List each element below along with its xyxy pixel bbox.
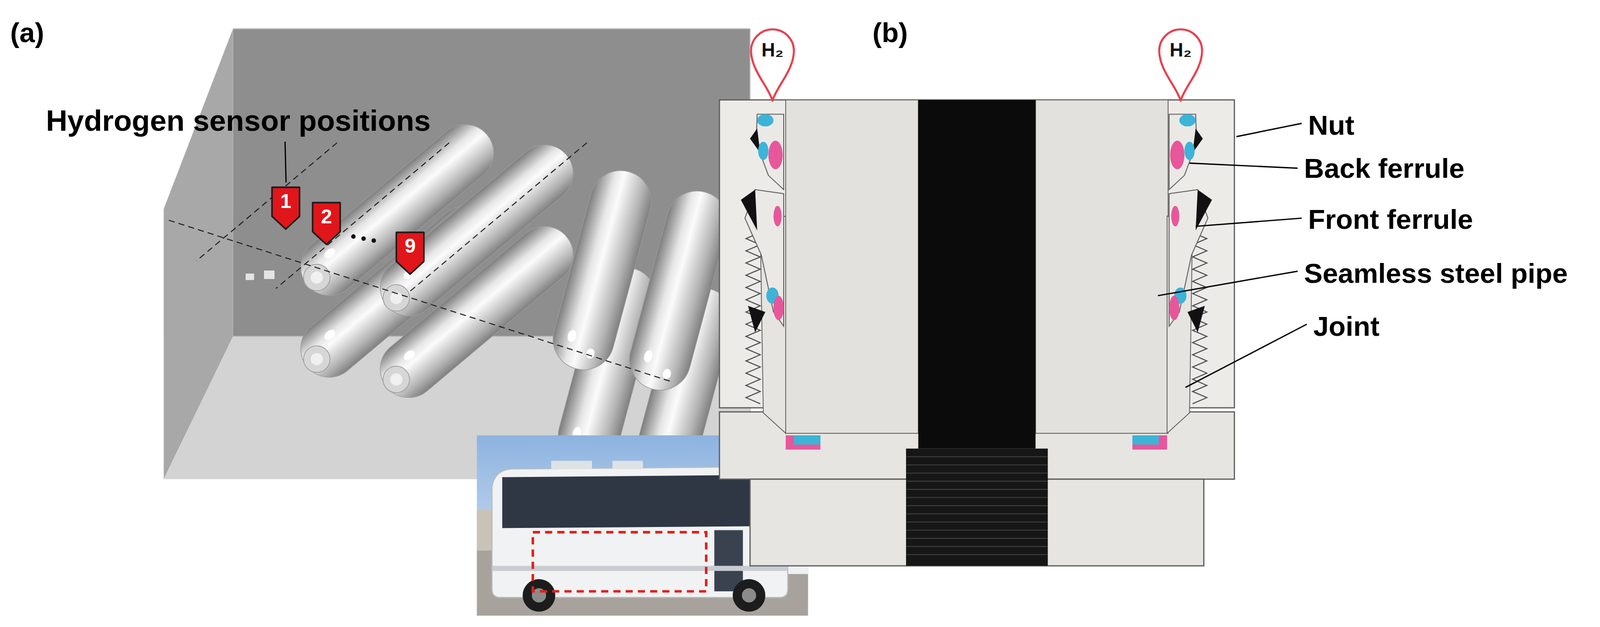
bus-photo [522,579,556,612]
fitting-section [1035,100,1169,434]
leader-line [1189,162,1298,168]
ellipsis-dots [351,234,356,239]
node-text: H₂ [761,40,784,60]
hydrogen-balloon-outline [1156,25,1206,104]
hydrogen-balloon-shape [750,29,795,102]
fitting-section [918,100,1036,449]
sensor-marker-shape [312,202,341,245]
hydrogen-tank [367,133,585,329]
leader-line [1195,218,1302,227]
hydrogen-balloon-outline [747,25,798,104]
tank-box [232,28,750,30]
leader-line [284,141,286,183]
fitting-section [719,100,1235,567]
text-holder: 1 [270,185,302,217]
text-holder: H₂ [747,25,798,75]
text-holder: 9 [394,230,426,262]
fitting-section [785,100,919,434]
hydrogen-tank [622,184,735,398]
leader-line [1158,123,1308,388]
dashed-guide [168,142,674,383]
dashed-guide [275,142,450,289]
bus-photo [732,579,766,612]
tank-box [245,273,255,281]
hydrogen-balloon: H₂ [747,25,798,104]
bus-photo [714,530,744,592]
node-text: 9 [404,235,416,256]
fitting-section [906,456,1048,555]
leader-line [1236,123,1302,137]
panel-label: (a) [10,16,45,49]
text-holder: H₂ [1156,25,1206,75]
sensor-marker-shape [271,187,300,229]
node-text: 2 [320,206,332,227]
dashed-guide [408,142,587,293]
fitting-section [1132,114,1213,450]
hydrogen-balloon: H₂ [1156,25,1206,104]
ellipsis-dots [351,234,376,243]
part-label: Seamless steel pipe [1304,257,1568,290]
sensor-marker: 1 [270,185,302,231]
sensor-marker: 9 [394,230,426,276]
bus-photo [533,532,707,592]
bus-photo [742,588,757,603]
leader-line [1158,271,1298,296]
bus-photo [612,460,643,469]
fitting-section [741,114,821,450]
part-label: Joint [1313,310,1380,343]
part-label: Front ferrule [1308,203,1474,236]
text-holder: 2 [311,201,342,232]
node-text: H₂ [1169,40,1192,60]
sensor-marker-shape [396,232,425,274]
bus-photo [551,460,592,469]
hydrogen-balloon-shape [1159,29,1203,102]
bus-photo [502,475,776,529]
ellipsis-dots [371,238,376,243]
sensor-marker: 2 [311,201,342,247]
part-label: Back ferrule [1304,152,1465,185]
bus-photo [491,565,788,571]
tank-box [263,270,275,280]
ellipsis-dots [361,236,366,241]
bus-photo [491,467,788,598]
dashed-guide [168,220,674,383]
part-label: Nut [1308,109,1355,142]
node-text: 1 [280,191,292,212]
callout-label: Hydrogen sensor positions [46,103,431,138]
leader-line [1185,324,1307,388]
fitting-section [906,448,1048,567]
panel-label: (b) [872,16,908,49]
